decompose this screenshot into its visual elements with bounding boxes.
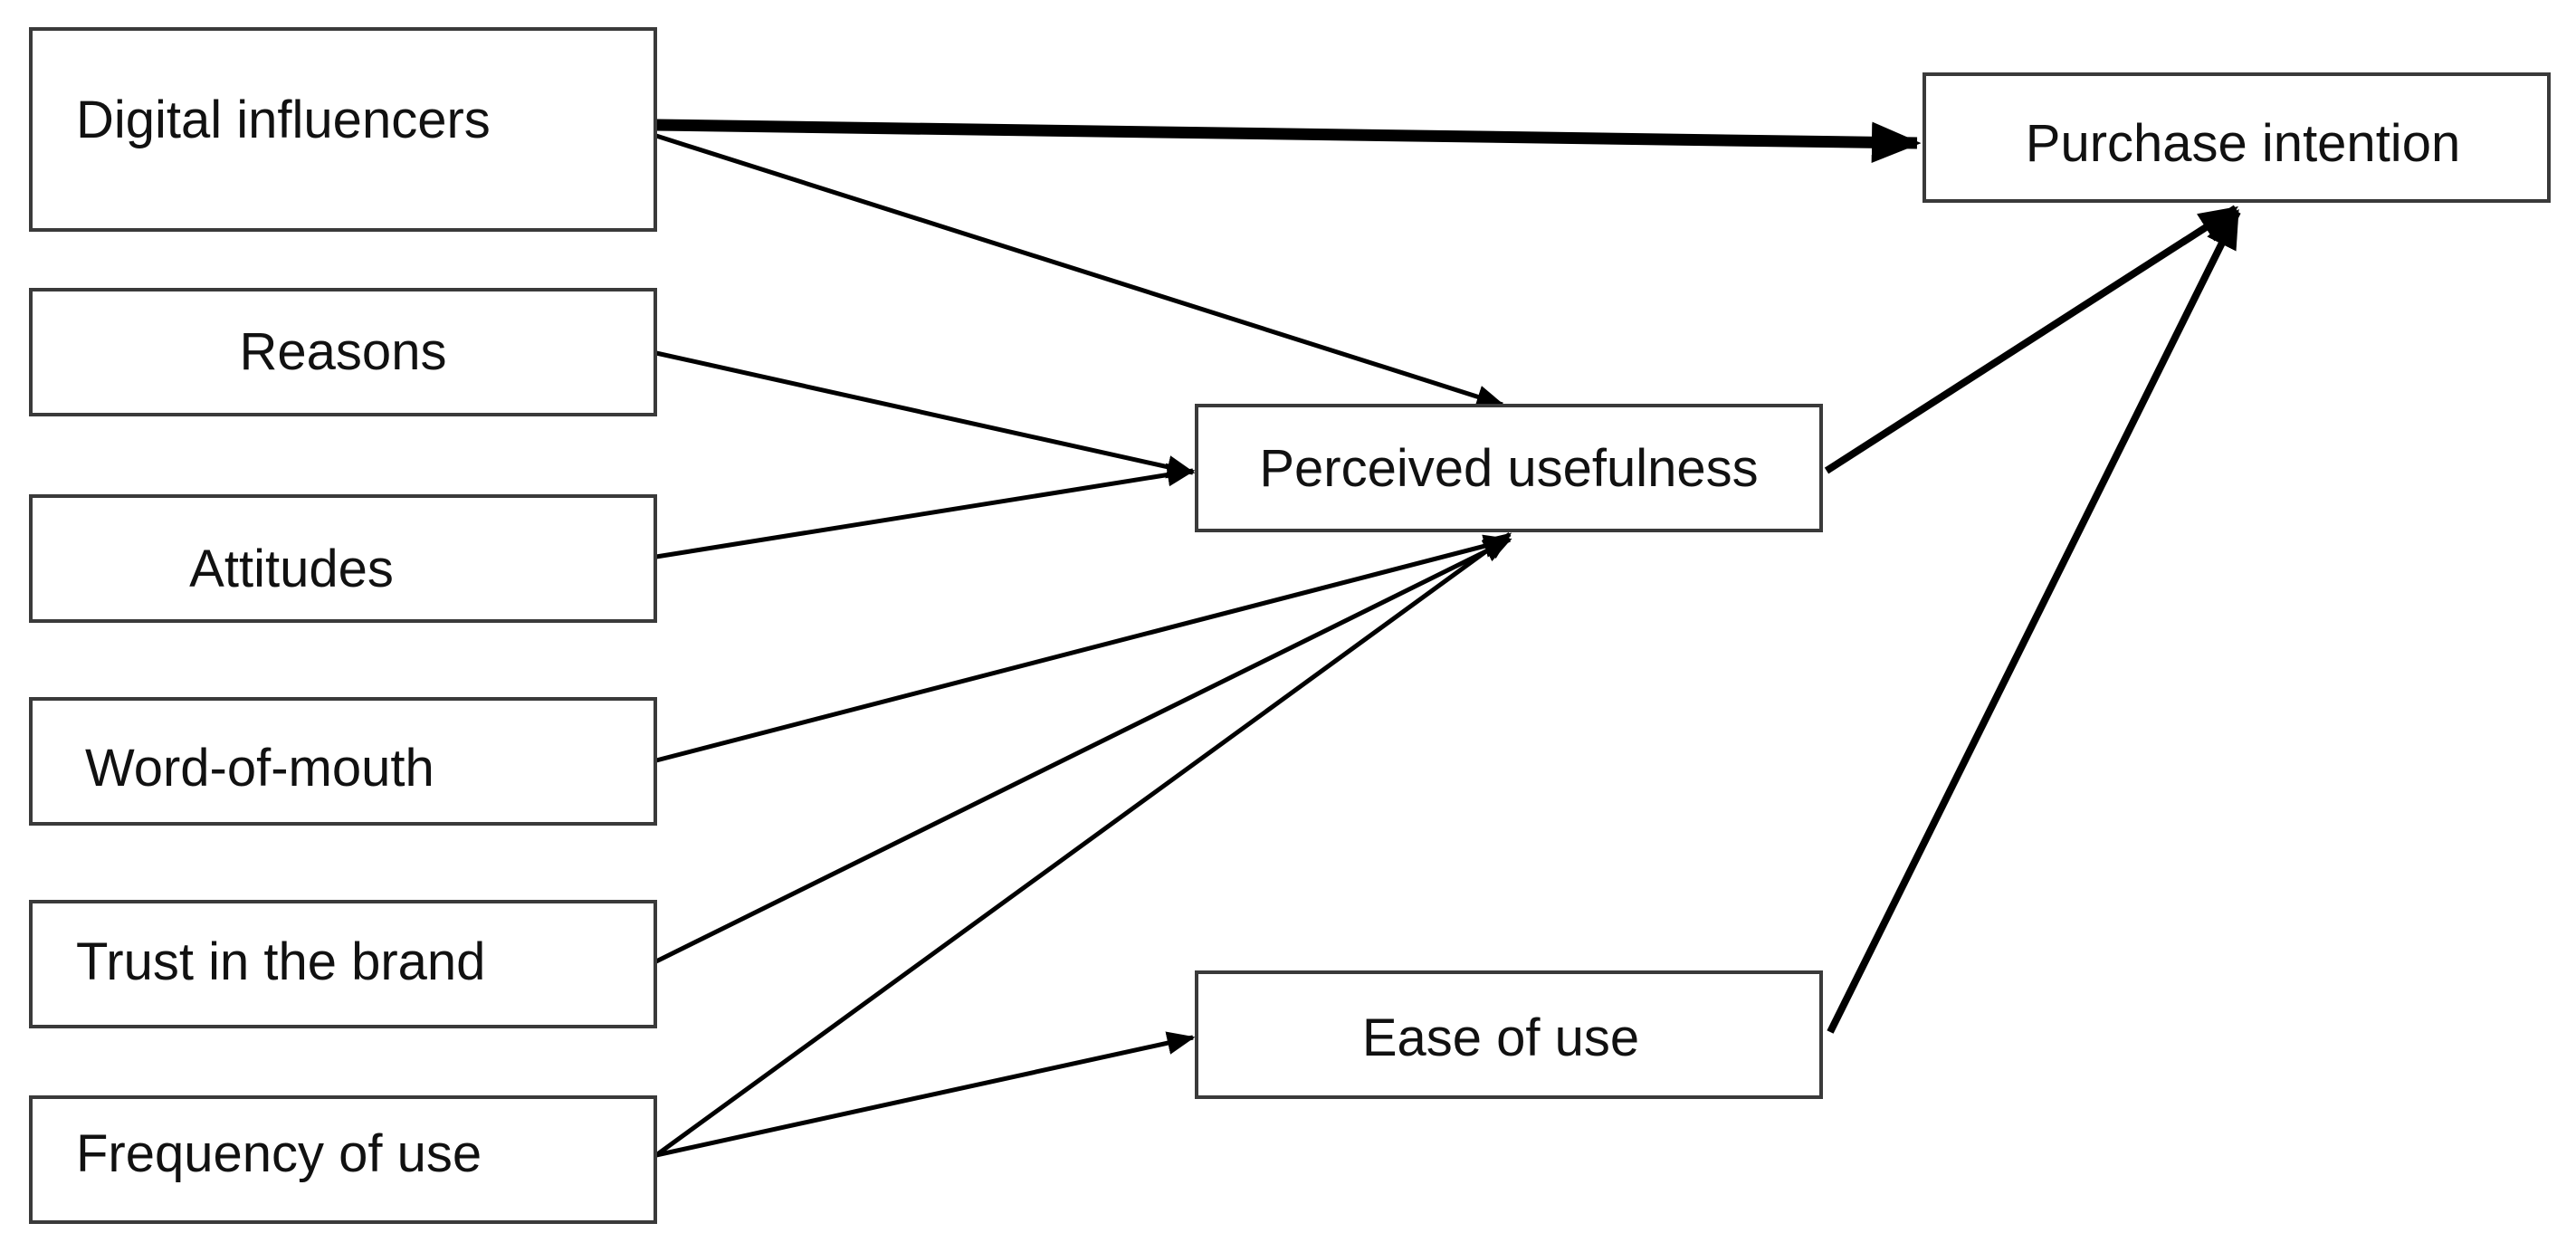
edge-reasons-to-perceived-usefulness <box>655 350 1196 479</box>
node-label: Reasons <box>240 322 447 381</box>
node-box <box>29 1095 657 1224</box>
node-label: Frequency of use <box>76 1124 482 1183</box>
edge-digital-influencers-to-purchase-intention <box>655 119 1922 164</box>
node-label: Perceived usefulness <box>1259 439 1758 498</box>
node-word-of-mouth: Word-of-mouth <box>29 697 657 826</box>
edge-ease-of-use-to-purchase-intention <box>1827 208 2241 1034</box>
node-box <box>29 27 657 232</box>
node-purchase-intention: Purchase intention <box>1922 72 2551 203</box>
node-frequency-of-use: Frequency of use <box>29 1095 657 1224</box>
edge-trust-in-brand-to-perceived-usefulness <box>654 537 1512 964</box>
node-attitudes: Attitudes <box>29 494 657 623</box>
edge-word-of-mouth-to-perceived-usefulness <box>655 534 1512 763</box>
node-label: Purchase intention <box>2026 114 2460 173</box>
node-trust-in-the-brand: Trust in the brand <box>29 900 657 1028</box>
node-label: Digital influencers <box>76 91 491 149</box>
edge-frequency-of-use-to-perceived-usefulness <box>654 531 1512 1158</box>
node-label: Ease of use <box>1362 1008 1639 1067</box>
node-box <box>29 494 657 623</box>
node-digital-influencers: Digital influencers <box>29 27 657 232</box>
node-perceived-usefulness: Perceived usefulness <box>1195 404 1823 532</box>
edges <box>654 119 2241 1158</box>
edge-digital-influencers-to-perceived-usefulness <box>655 133 1505 408</box>
node-label: Attitudes <box>189 540 394 598</box>
node-reasons: Reasons <box>29 288 657 416</box>
node-box <box>1195 404 1823 532</box>
edge-attitudes-to-perceived-usefulness <box>655 463 1196 559</box>
edge-frequency-of-use-to-ease-of-use <box>655 1031 1196 1158</box>
edge-perceived-usefulness-to-purchase-intention <box>1824 205 2239 474</box>
node-box <box>29 288 657 416</box>
node-box <box>1195 970 1823 1099</box>
node-box <box>1922 72 2551 203</box>
node-label: Trust in the brand <box>76 932 485 991</box>
node-label: Word-of-mouth <box>85 739 434 798</box>
node-ease-of-use: Ease of use <box>1195 970 1823 1099</box>
node-box <box>29 697 657 826</box>
node-box <box>29 900 657 1028</box>
